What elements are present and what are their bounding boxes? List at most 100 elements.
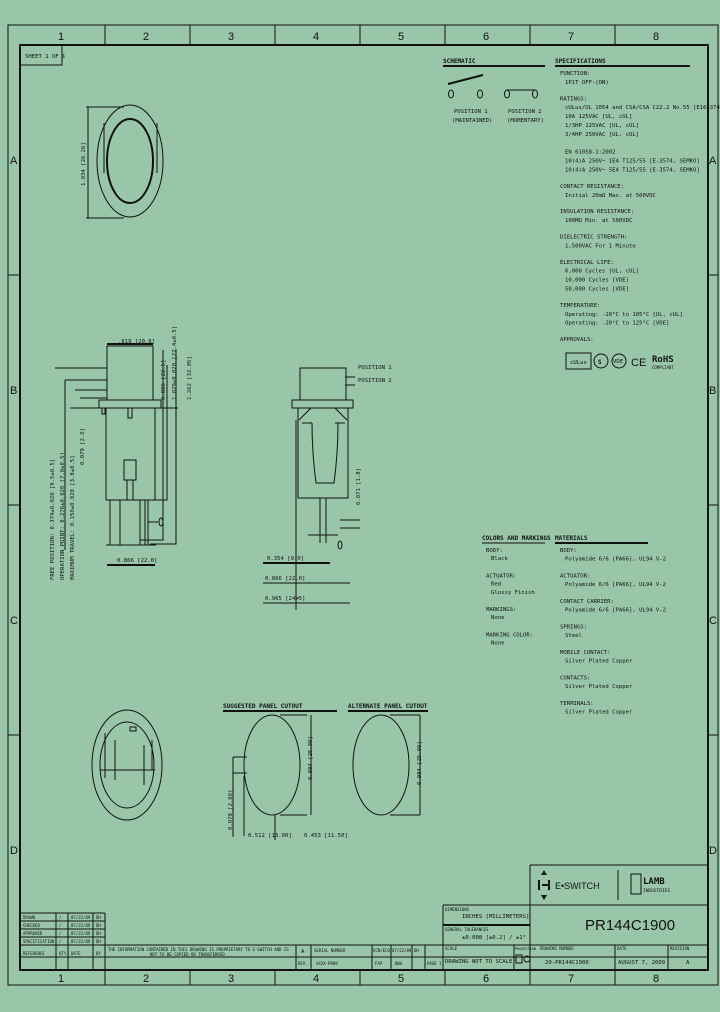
- approval-row-date: 07/22/09: [71, 939, 91, 944]
- column-label-bottom: 7: [568, 973, 574, 985]
- material-heading: ACTUATOR:: [560, 574, 590, 580]
- title-block: E•SWITCH LAMB INDUSTRIES PR144C1900 DIME…: [20, 864, 708, 970]
- serial-value: XXXX-PR09: [316, 961, 338, 966]
- row-label-right: B: [709, 385, 716, 397]
- specifications-list: FUNCTION:1P1T OFF-(ON)RATINGS:cULus/UL 1…: [560, 71, 720, 343]
- column-label-top: 5: [398, 31, 404, 43]
- approval-row-date: 07/22/09: [71, 923, 91, 928]
- alt-cutout-title: ALTERNATE PANEL CUTOUT: [348, 703, 428, 710]
- material-heading: CONTACT CARRIER:: [560, 599, 614, 605]
- column-label-bottom: 1: [58, 973, 64, 985]
- top-view: 1.034 [26.26]: [81, 104, 164, 219]
- row-label-right: C: [709, 615, 717, 627]
- spec-heading: FUNCTION:: [560, 71, 590, 77]
- material-line: Silver Plated Copper: [565, 659, 633, 665]
- approval-row-date: DATE: [71, 951, 81, 956]
- approval-row-qty: /: [59, 939, 62, 944]
- drawing-number-label: DRAWING NUMBER: [540, 946, 574, 951]
- colors-title: COLORS AND MARKINGS: [482, 535, 551, 542]
- dimension-label: 0.354 [9.0]: [267, 556, 304, 562]
- color-marking-line: Glossy Finish: [491, 590, 535, 596]
- material-line: Polyamide 6/6 [PA66], UL94 V-2: [565, 582, 666, 588]
- scale-label: SCALE: [445, 946, 458, 951]
- color-marking-heading: BODY:: [486, 548, 503, 554]
- ce-mark-icon: CE: [631, 357, 646, 369]
- approval-row-qty: /: [59, 923, 62, 928]
- row-label-left: A: [10, 155, 18, 167]
- spec-line: cULus/UL 1054 and CSA/CSA C22.2 No.55 [E…: [565, 105, 720, 111]
- material-line: Polyamide 6/6 [PA66], UL94 V-2: [565, 608, 666, 614]
- terminal-icon: [532, 89, 538, 99]
- brand2-sub: INDUSTRIES: [643, 888, 670, 894]
- spec-line: EN 61058-1:2002: [565, 150, 616, 156]
- color-marking-line: Black: [491, 556, 508, 562]
- spec-line: 3/4HP 250VAC [UL, cUL]: [565, 132, 639, 138]
- eco-label: ECN/ECO: [373, 948, 390, 953]
- dimension-label: 0.071 [1.8]: [356, 468, 362, 505]
- svg-text:cULus: cULus: [570, 360, 587, 366]
- approval-row-by: DH: [96, 931, 101, 936]
- specifications: SPECIFICATIONS FUNCTION:1P1T OFF-(ON)RAT…: [555, 58, 720, 370]
- tolerance-label: GENERAL TOLERANCES: [445, 927, 489, 932]
- spec-line: 1P1T OFF-(ON): [565, 80, 609, 86]
- eco-by: DH: [414, 948, 419, 953]
- color-marking-heading: ACTUATOR:: [486, 573, 516, 579]
- color-marking-line: None: [491, 615, 505, 621]
- revision: A: [686, 960, 690, 966]
- material-heading: SPRINGS:: [560, 625, 587, 631]
- position-2-note: (MOMENTARY): [507, 118, 544, 124]
- dimension-label: 0.965 [24.5]: [265, 596, 305, 602]
- spec-heading: DIELECTRIC STRENGTH:: [560, 235, 627, 241]
- terminal-icon: [504, 89, 510, 99]
- approval-row-by: DH: [96, 915, 101, 920]
- row-label-left: D: [10, 845, 18, 857]
- bottom-view: [91, 709, 163, 821]
- material-heading: CONTACTS:: [560, 676, 590, 682]
- row-label-right: D: [709, 845, 717, 857]
- colors-and-markings: COLORS AND MARKINGS BODY:BlackACTUATOR:R…: [482, 535, 551, 647]
- dimension-label: 1.079±0.020 [27.4±0.5]: [172, 326, 178, 400]
- dimensions-value: INCHES [MILLIMETERS]: [462, 914, 529, 920]
- position-1-note: (MAINTAINED): [452, 118, 492, 124]
- rev-label: REV.: [298, 961, 308, 966]
- approval-row-date: 07/22/09: [71, 915, 91, 920]
- svg-text:S: S: [598, 359, 602, 366]
- side-view: .819 [20.8] 0.886 [22.5] 1.079±0.020 [27…: [50, 326, 193, 580]
- terminal-icon: [477, 89, 483, 99]
- spec-line: 1/3HP 125VAC [UL, cUL]: [565, 123, 639, 129]
- material-line: Polyamide 6/6 [PA66], UL94 V-2: [565, 557, 666, 563]
- dimension-label: 1.034 [26.26]: [81, 142, 87, 186]
- revision-label: REVISION: [670, 946, 690, 951]
- scale-value: DRAWING NOT TO SCALE: [445, 959, 513, 965]
- color-marking-line: None: [491, 641, 505, 647]
- ul-mark-icon: [565, 352, 592, 370]
- sheet-box: [19, 44, 63, 66]
- column-label-bottom: 3: [228, 973, 234, 985]
- dwg-label: DWG: [395, 961, 403, 966]
- dimension-label: 0.984 [25.00]: [417, 741, 423, 785]
- front-view: POSITION 1 POSITION 2 0.071 [1.8] 0.354 …: [263, 365, 392, 610]
- approval-row-label: REFERENCE: [23, 951, 45, 956]
- column-label-top: 7: [568, 31, 574, 43]
- column-label-bottom: 5: [398, 973, 404, 985]
- spec-line: 10(4)A 250V~ 5E4 T125/55 [E-3574, SEMKO]: [565, 168, 700, 174]
- column-label-top: 8: [653, 31, 659, 43]
- dimension-label: 1.262 [32.05]: [187, 356, 193, 400]
- spec-line: 6,000 Cycles [UL, cUL]: [565, 269, 639, 275]
- position-2-label: POSITION 2: [508, 109, 542, 115]
- notice-line-2: NOT TO BE COPIED OR TRANSFERRED: [150, 952, 225, 957]
- alt-cutout-ellipse: [352, 714, 410, 816]
- spec-heading: CONTACT RESISTANCE:: [560, 184, 624, 190]
- approval-row-by: BY: [96, 951, 101, 956]
- rohs-mark: RoHS: [652, 355, 674, 365]
- position-2-callout: POSITION 2: [358, 378, 392, 384]
- row-label-left: B: [10, 385, 17, 397]
- material-line: Steel: [565, 633, 582, 639]
- spec-line: Operating: -20°C to 125°C [VDE]: [565, 321, 669, 327]
- dimension-label: 0.866 [22.0]: [265, 576, 305, 582]
- page-label: PAGE 1: [427, 961, 442, 966]
- projection-symbol-icon: [515, 954, 531, 964]
- spec-heading: TEMPERATURE:: [560, 303, 600, 309]
- brand-name: E•SWITCH: [555, 881, 600, 891]
